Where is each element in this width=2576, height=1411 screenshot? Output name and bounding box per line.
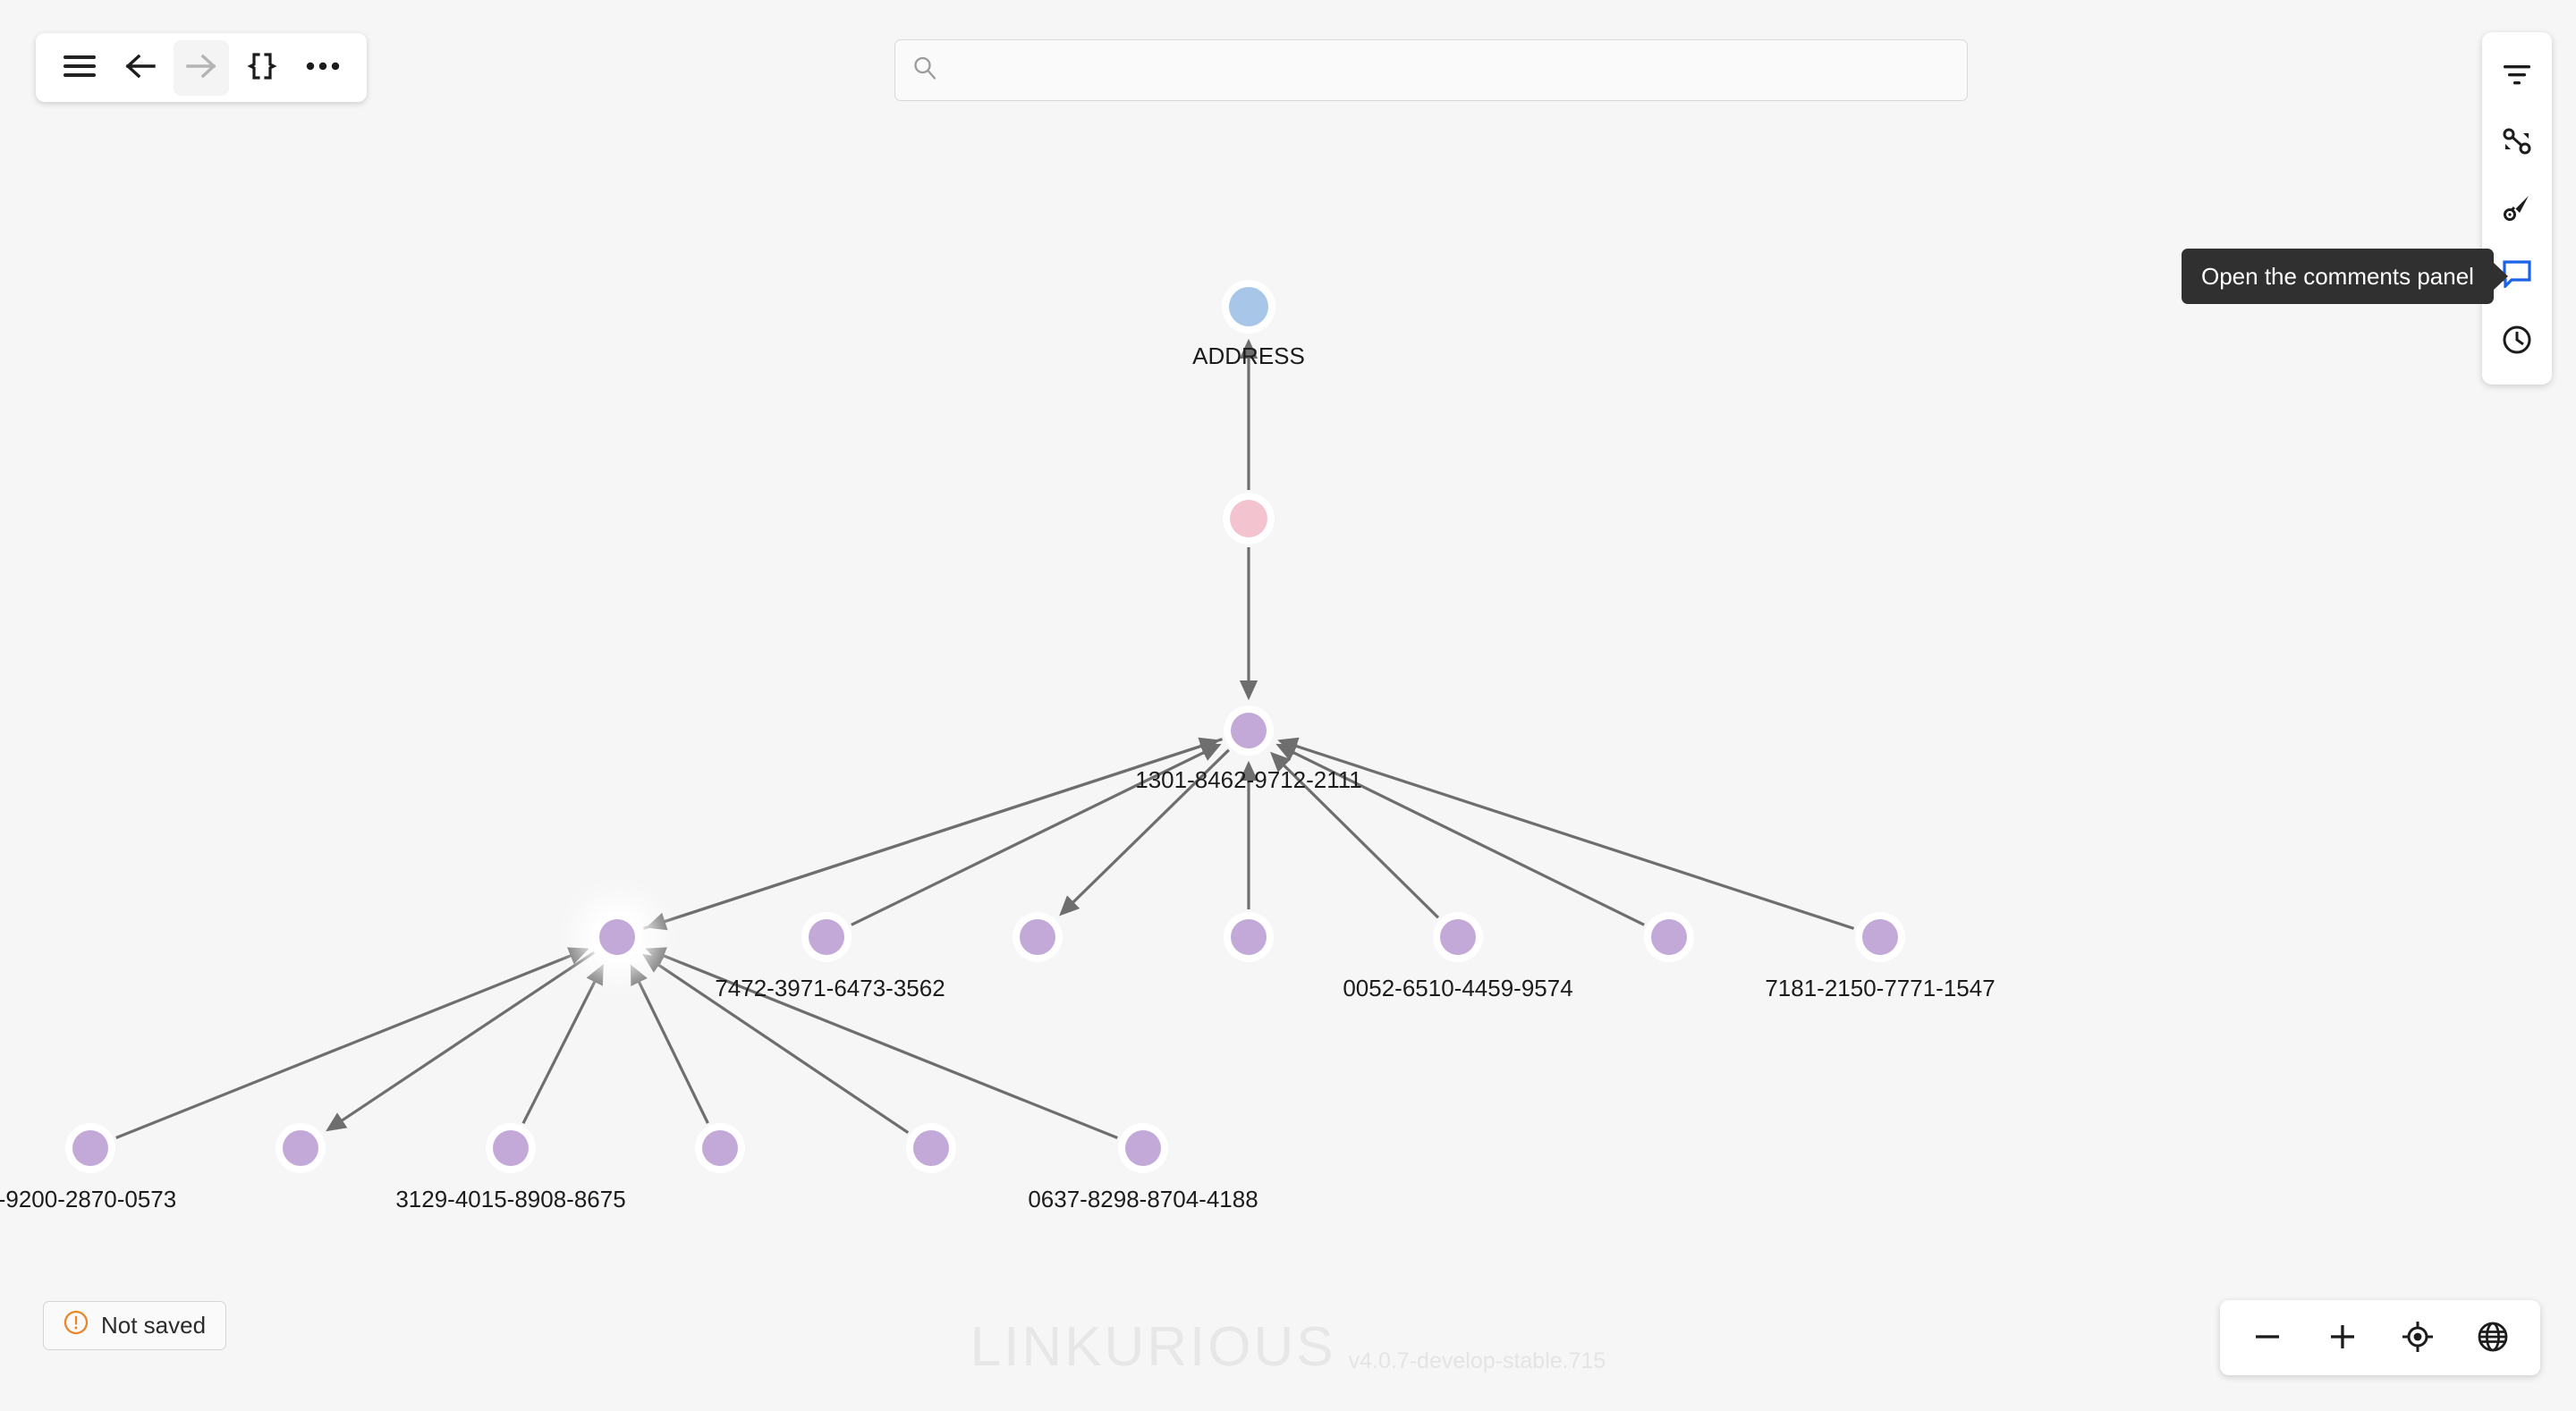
relations-icon — [2502, 126, 2532, 159]
graph-node[interactable] — [1231, 919, 1267, 955]
search-icon — [911, 55, 938, 86]
graph-node[interactable] — [1125, 1130, 1161, 1166]
more-button[interactable] — [295, 40, 351, 96]
styles-button[interactable] — [2489, 177, 2545, 240]
zoom-in-button[interactable] — [2313, 1308, 2372, 1367]
history-button[interactable] — [2489, 309, 2545, 372]
graph-node[interactable] — [599, 919, 635, 955]
menu-icon — [64, 54, 96, 81]
tooltip: Open the comments panel — [2182, 249, 2494, 304]
brush-icon — [2502, 192, 2532, 225]
graph-node-label: 1301-8462-9712-2111 — [1135, 766, 1362, 793]
graph-edge[interactable] — [1275, 743, 1645, 926]
graph-node[interactable] — [283, 1130, 318, 1166]
zoom-in-icon — [2327, 1322, 2358, 1355]
graph-edge[interactable] — [646, 738, 1224, 931]
braces-icon — [246, 52, 278, 83]
graph-node-label: 3129-4015-8908-8675 — [395, 1186, 626, 1212]
recenter-button[interactable] — [2388, 1308, 2447, 1367]
clock-icon — [2502, 325, 2532, 358]
graph-node[interactable] — [493, 1130, 529, 1166]
arrow-right-icon — [184, 51, 218, 84]
arrow-left-icon — [123, 51, 157, 84]
filter-icon — [2502, 63, 2532, 89]
zoom-controls — [2220, 1300, 2540, 1375]
graph-edge[interactable] — [1059, 748, 1230, 917]
top-left-toolbar — [36, 33, 367, 102]
graph-edge[interactable] — [1270, 751, 1440, 919]
forward-button[interactable] — [174, 39, 229, 96]
graph-node[interactable] — [1651, 919, 1687, 955]
graph-node[interactable] — [1231, 713, 1267, 748]
more-horizontal-icon — [306, 61, 340, 74]
graph-edge[interactable] — [630, 964, 709, 1124]
graph-node-label: 0052-6510-4459-9574 — [1343, 975, 1573, 1001]
search-bar[interactable] — [894, 39, 1968, 101]
zoom-out-button[interactable] — [2238, 1308, 2297, 1367]
query-button[interactable] — [234, 40, 290, 96]
graph-node[interactable] — [1230, 500, 1267, 537]
graph-edge[interactable] — [115, 947, 589, 1139]
search-input[interactable] — [951, 55, 1951, 85]
alert-circle-icon — [64, 1310, 89, 1341]
graph-edge[interactable] — [851, 743, 1222, 926]
graph-node[interactable] — [1862, 919, 1898, 955]
graph-edge[interactable] — [645, 947, 1118, 1139]
graph-node[interactable] — [809, 919, 844, 955]
status-badge[interactable]: Not saved — [43, 1301, 227, 1350]
graph-edge[interactable] — [642, 953, 910, 1135]
graph-node-label: 7181-2150-7771-1547 — [1765, 975, 1996, 1001]
globe-icon — [2477, 1321, 2509, 1356]
tooltip-text: Open the comments panel — [2201, 262, 2474, 290]
menu-button[interactable] — [52, 40, 107, 96]
back-button[interactable] — [113, 40, 168, 96]
graph-edge[interactable] — [521, 964, 604, 1125]
graph-node[interactable] — [1440, 919, 1476, 955]
graph-node[interactable] — [702, 1130, 738, 1166]
recenter-icon — [2402, 1321, 2434, 1356]
geo-mode-button[interactable] — [2463, 1308, 2522, 1367]
right-toolbar — [2482, 32, 2552, 384]
graph-edge[interactable] — [326, 951, 596, 1132]
status-label: Not saved — [101, 1312, 207, 1339]
graph-node-label: 7472-3971-6473-3562 — [715, 975, 945, 1001]
graph-node[interactable] — [1020, 919, 1055, 955]
zoom-out-icon — [2252, 1322, 2283, 1355]
graph-node-label: ADDRESS — [1192, 342, 1305, 369]
graph-node[interactable] — [1229, 287, 1268, 326]
graph-node[interactable] — [72, 1130, 108, 1166]
filters-button[interactable] — [2489, 45, 2545, 107]
relations-button[interactable] — [2489, 111, 2545, 173]
graph-node-label: 26-9200-2870-0573 — [0, 1186, 177, 1212]
graph-node[interactable] — [913, 1130, 949, 1166]
graph-node-label: 0637-8298-8704-4188 — [1028, 1186, 1258, 1212]
graph-edge[interactable] — [1277, 737, 1855, 930]
